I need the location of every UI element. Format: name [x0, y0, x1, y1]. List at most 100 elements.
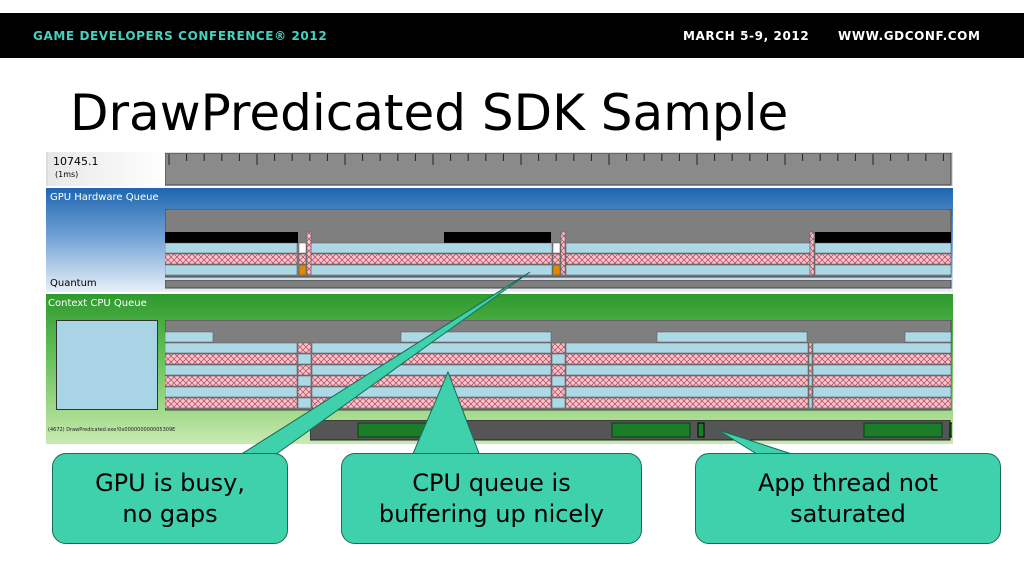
gpu-packet: [814, 264, 952, 276]
ruler-label-box: 10745.1 (1ms): [48, 152, 165, 186]
cpu-packet: [165, 353, 298, 365]
conference-date: MARCH 5-9, 2012: [683, 29, 810, 43]
gpu-packet: [814, 242, 952, 254]
cpu-packet: [565, 342, 809, 354]
cpu-packet: [812, 353, 952, 365]
gpu-packet: [298, 253, 307, 265]
gpu-packet: [165, 253, 298, 265]
gpu-packet: [310, 253, 553, 265]
cpu-queue-preview: [56, 320, 158, 410]
gpu-packet: [552, 242, 561, 254]
thread-label: (4672) DrawPredicated.exe!0x000000000005…: [48, 427, 176, 433]
gpu-packet: [165, 264, 298, 276]
gpu-present-packet: [298, 264, 307, 276]
thread-work-block: [357, 422, 437, 438]
gpu-packet: [565, 264, 811, 276]
cpu-packet: [165, 364, 298, 376]
cpu-packet: [165, 331, 214, 343]
cpu-packet: [565, 353, 809, 365]
thread-work-block: [863, 422, 943, 438]
gpu-packet: [552, 253, 561, 265]
cpu-packet: [808, 375, 813, 387]
cpu-packet: [551, 386, 566, 398]
cpu-packet: [551, 364, 566, 376]
gpu-queue-label: GPU Hardware Queue: [50, 192, 159, 203]
cpu-packet: [551, 342, 566, 354]
timeline-ruler-panel: 10745.1 (1ms): [46, 152, 953, 186]
cpu-packet: [808, 386, 813, 398]
gpu-busy-bar: [815, 232, 951, 243]
quantum-label: Quantum: [50, 278, 97, 289]
conference-website: WWW.GDCONF.COM: [838, 29, 981, 43]
cpu-packet: [551, 375, 566, 387]
cpu-packet: [165, 342, 298, 354]
cpu-packet: [311, 386, 552, 398]
cpu-packet: [812, 342, 952, 354]
gpuview-screenshot: 10745.1 (1ms) GPU Hardware Queue Quantum…: [46, 152, 953, 444]
cpu-packet: [297, 364, 312, 376]
callout-text-line: no gaps: [122, 500, 218, 528]
context-cpu-queue-panel: Context CPU Queue: [46, 294, 953, 416]
gpu-packet: [310, 264, 553, 276]
gpu-packet: [814, 253, 952, 265]
cpu-packet: [565, 364, 809, 376]
cpu-packet: [565, 397, 809, 409]
gpu-packet: [298, 242, 307, 254]
cpu-queue-track[interactable]: [165, 320, 953, 412]
gpu-packet: [310, 242, 553, 254]
cpu-packet: [297, 353, 312, 365]
cpu-packet: [808, 342, 813, 354]
thread-work-block: [611, 422, 691, 438]
thread-track[interactable]: [310, 420, 952, 442]
gpu-packet: [809, 231, 815, 276]
cpu-packet: [297, 342, 312, 354]
cpu-packet: [297, 375, 312, 387]
gpu-busy-bar: [165, 232, 298, 243]
cpu-packet: [808, 364, 813, 376]
ruler-time-value: 10745.1: [53, 155, 99, 168]
cpu-packet: [311, 342, 552, 354]
cpu-packet: [812, 386, 952, 398]
gpu-hardware-queue-panel: GPU Hardware Queue Quantum: [46, 188, 953, 292]
cpu-packet: [904, 331, 952, 343]
gpu-packet: [565, 253, 811, 265]
conference-header: GAME DEVELOPERS CONFERENCE® 2012 MARCH 5…: [0, 13, 1024, 58]
callout-text-line: buffering up nicely: [378, 500, 605, 528]
cpu-packet: [311, 353, 552, 365]
callout-app-thread: App thread not saturated: [695, 453, 1001, 544]
gpu-queue-track[interactable]: [165, 209, 953, 279]
cpu-packet: [311, 364, 552, 376]
cpu-queue-label: Context CPU Queue: [48, 298, 147, 309]
cpu-packet: [400, 331, 552, 343]
cpu-packet: [165, 375, 298, 387]
cpu-packet: [565, 375, 809, 387]
ruler-time-unit: (1ms): [55, 170, 79, 179]
cpu-packet: [808, 397, 813, 409]
quantum-track[interactable]: [165, 280, 953, 289]
cpu-packet: [812, 397, 952, 409]
callout-gpu-busy: GPU is busy, no gaps: [52, 453, 288, 544]
thread-work-block: [443, 422, 451, 438]
conference-name: GAME DEVELOPERS CONFERENCE® 2012: [33, 29, 328, 43]
cpu-packet: [812, 375, 952, 387]
gpu-packet: [165, 242, 298, 254]
cpu-packet: [311, 375, 552, 387]
gpu-present-packet: [552, 264, 561, 276]
gpu-packet: [565, 242, 811, 254]
callout-text-line: saturated: [790, 500, 906, 528]
timeline-ruler[interactable]: [165, 153, 953, 186]
cpu-packet: [808, 353, 813, 365]
cpu-packet: [297, 386, 312, 398]
cpu-packet: [165, 386, 298, 398]
gpu-packet: [560, 231, 566, 276]
cpu-packet: [297, 397, 312, 409]
gpu-packet: [306, 231, 312, 276]
callout-text-line: CPU queue is: [412, 469, 571, 497]
slide-title: DrawPredicated SDK Sample: [70, 84, 789, 142]
cpu-packet: [551, 397, 566, 409]
cpu-packet: [565, 386, 809, 398]
callout-text-line: App thread not: [757, 469, 939, 497]
thread-work-block: [697, 422, 705, 438]
cpu-packet: [812, 364, 952, 376]
cpu-packet: [311, 397, 552, 409]
